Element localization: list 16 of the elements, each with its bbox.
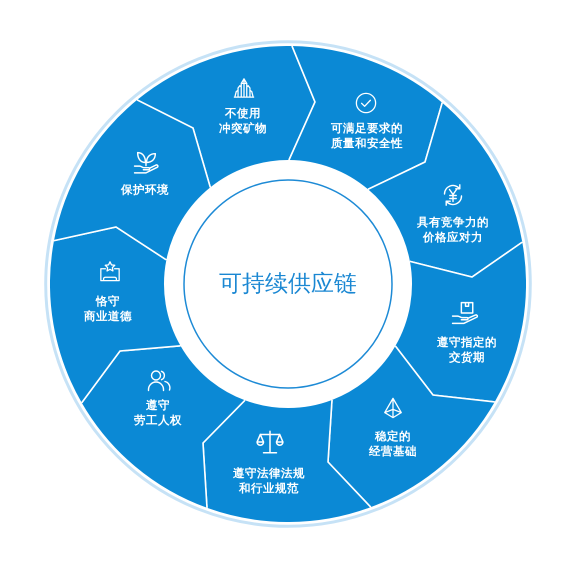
segment-label: 恪守商业道德 xyxy=(84,294,132,324)
segment-label: 不使用冲突矿物 xyxy=(219,106,267,136)
segment-label: 遵守劳工人权 xyxy=(134,398,182,428)
center-title: 可持续供应链 xyxy=(219,270,357,298)
wheel-segment xyxy=(395,242,526,402)
center-circle xyxy=(183,179,393,389)
wheel-segment xyxy=(328,346,495,508)
wheel-segment xyxy=(53,99,211,260)
segment-label: 可满足要求的质量和安全性 xyxy=(331,121,403,151)
segment-label: 保护环境 xyxy=(121,182,169,198)
segment-label: 遵守法律法规和行业规范 xyxy=(233,466,305,496)
wheel-segment xyxy=(288,46,443,190)
segment-label: 具有竞争力的价格应对力 xyxy=(417,215,489,245)
segment-label: 遵守指定的交货期 xyxy=(437,335,497,365)
segment-label: 稳定的经营基础 xyxy=(369,429,417,459)
wheel-segment xyxy=(368,102,523,277)
